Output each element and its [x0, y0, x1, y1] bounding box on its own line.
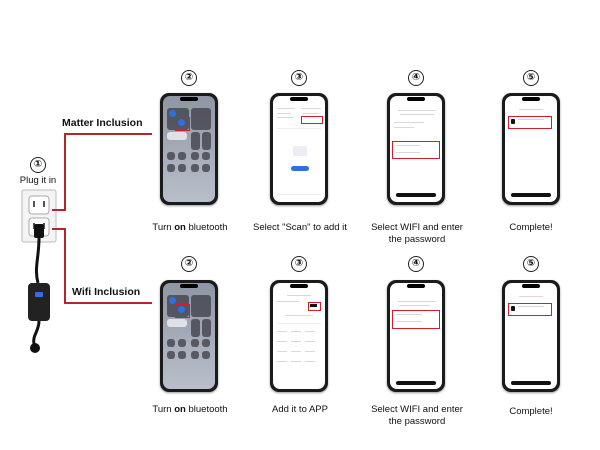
wifi-credentials-highlight	[392, 310, 440, 329]
wifi-step-4-number: ④	[408, 256, 424, 272]
wifi-step-5-phone	[502, 280, 560, 392]
smart-plug-image	[14, 188, 64, 358]
step-1-number: ①	[30, 157, 46, 173]
wifi-step-3-caption: Add it to APP	[272, 404, 328, 415]
wifi-step-5-number: ⑤	[523, 256, 539, 272]
device-added-highlight	[508, 303, 552, 316]
wifi-inclusion-title: Wifi Inclusion	[72, 286, 141, 298]
matter-step-4-phone	[387, 93, 445, 205]
matter-step-5-phone	[502, 93, 560, 205]
wifi-list-highlight	[392, 141, 440, 159]
start-label: Plug it in	[19, 175, 57, 186]
matter-step-3-number: ③	[291, 70, 307, 86]
wifi-step-4-caption: Select WIFI and enter the password	[371, 404, 463, 427]
matter-step-4-number: ④	[408, 70, 424, 86]
matter-step-2-phone	[160, 93, 218, 205]
connector-matter-vertical	[64, 133, 66, 210]
wifi-step-4-phone	[387, 280, 445, 392]
wifi-step-3-phone	[270, 280, 328, 392]
matter-step-5-caption: Complete!	[509, 222, 553, 233]
wifi-step-3-number: ③	[291, 256, 307, 272]
add-device-highlight	[308, 302, 321, 311]
connector-plug-top	[52, 209, 66, 211]
wifi-step-2-number: ②	[181, 256, 197, 272]
smart-plug-icon	[21, 189, 57, 353]
device-added-highlight	[508, 116, 552, 129]
wifi-step-2-caption: Turn on bluetooth	[152, 404, 228, 415]
connector-wifi-horizontal	[64, 302, 152, 304]
connector-wifi-vertical	[64, 228, 66, 304]
connector-matter-horizontal	[64, 133, 152, 135]
matter-step-2-caption: Turn on bluetooth	[152, 222, 228, 233]
matter-step-3-phone	[270, 93, 328, 205]
scan-highlight	[301, 116, 323, 124]
connector-plug-bottom	[52, 228, 66, 230]
matter-inclusion-title: Matter Inclusion	[62, 117, 143, 129]
matter-step-2-number: ②	[181, 70, 197, 86]
bluetooth-highlight	[175, 304, 190, 318]
bluetooth-highlight	[175, 117, 190, 131]
matter-step-5-number: ⑤	[523, 70, 539, 86]
wifi-step-5-caption: Complete!	[509, 406, 553, 417]
matter-step-4-caption: Select WIFI and enter the password	[371, 222, 463, 245]
wifi-step-2-phone	[160, 280, 218, 392]
matter-step-3-caption: Select "Scan" to add it	[253, 222, 347, 233]
